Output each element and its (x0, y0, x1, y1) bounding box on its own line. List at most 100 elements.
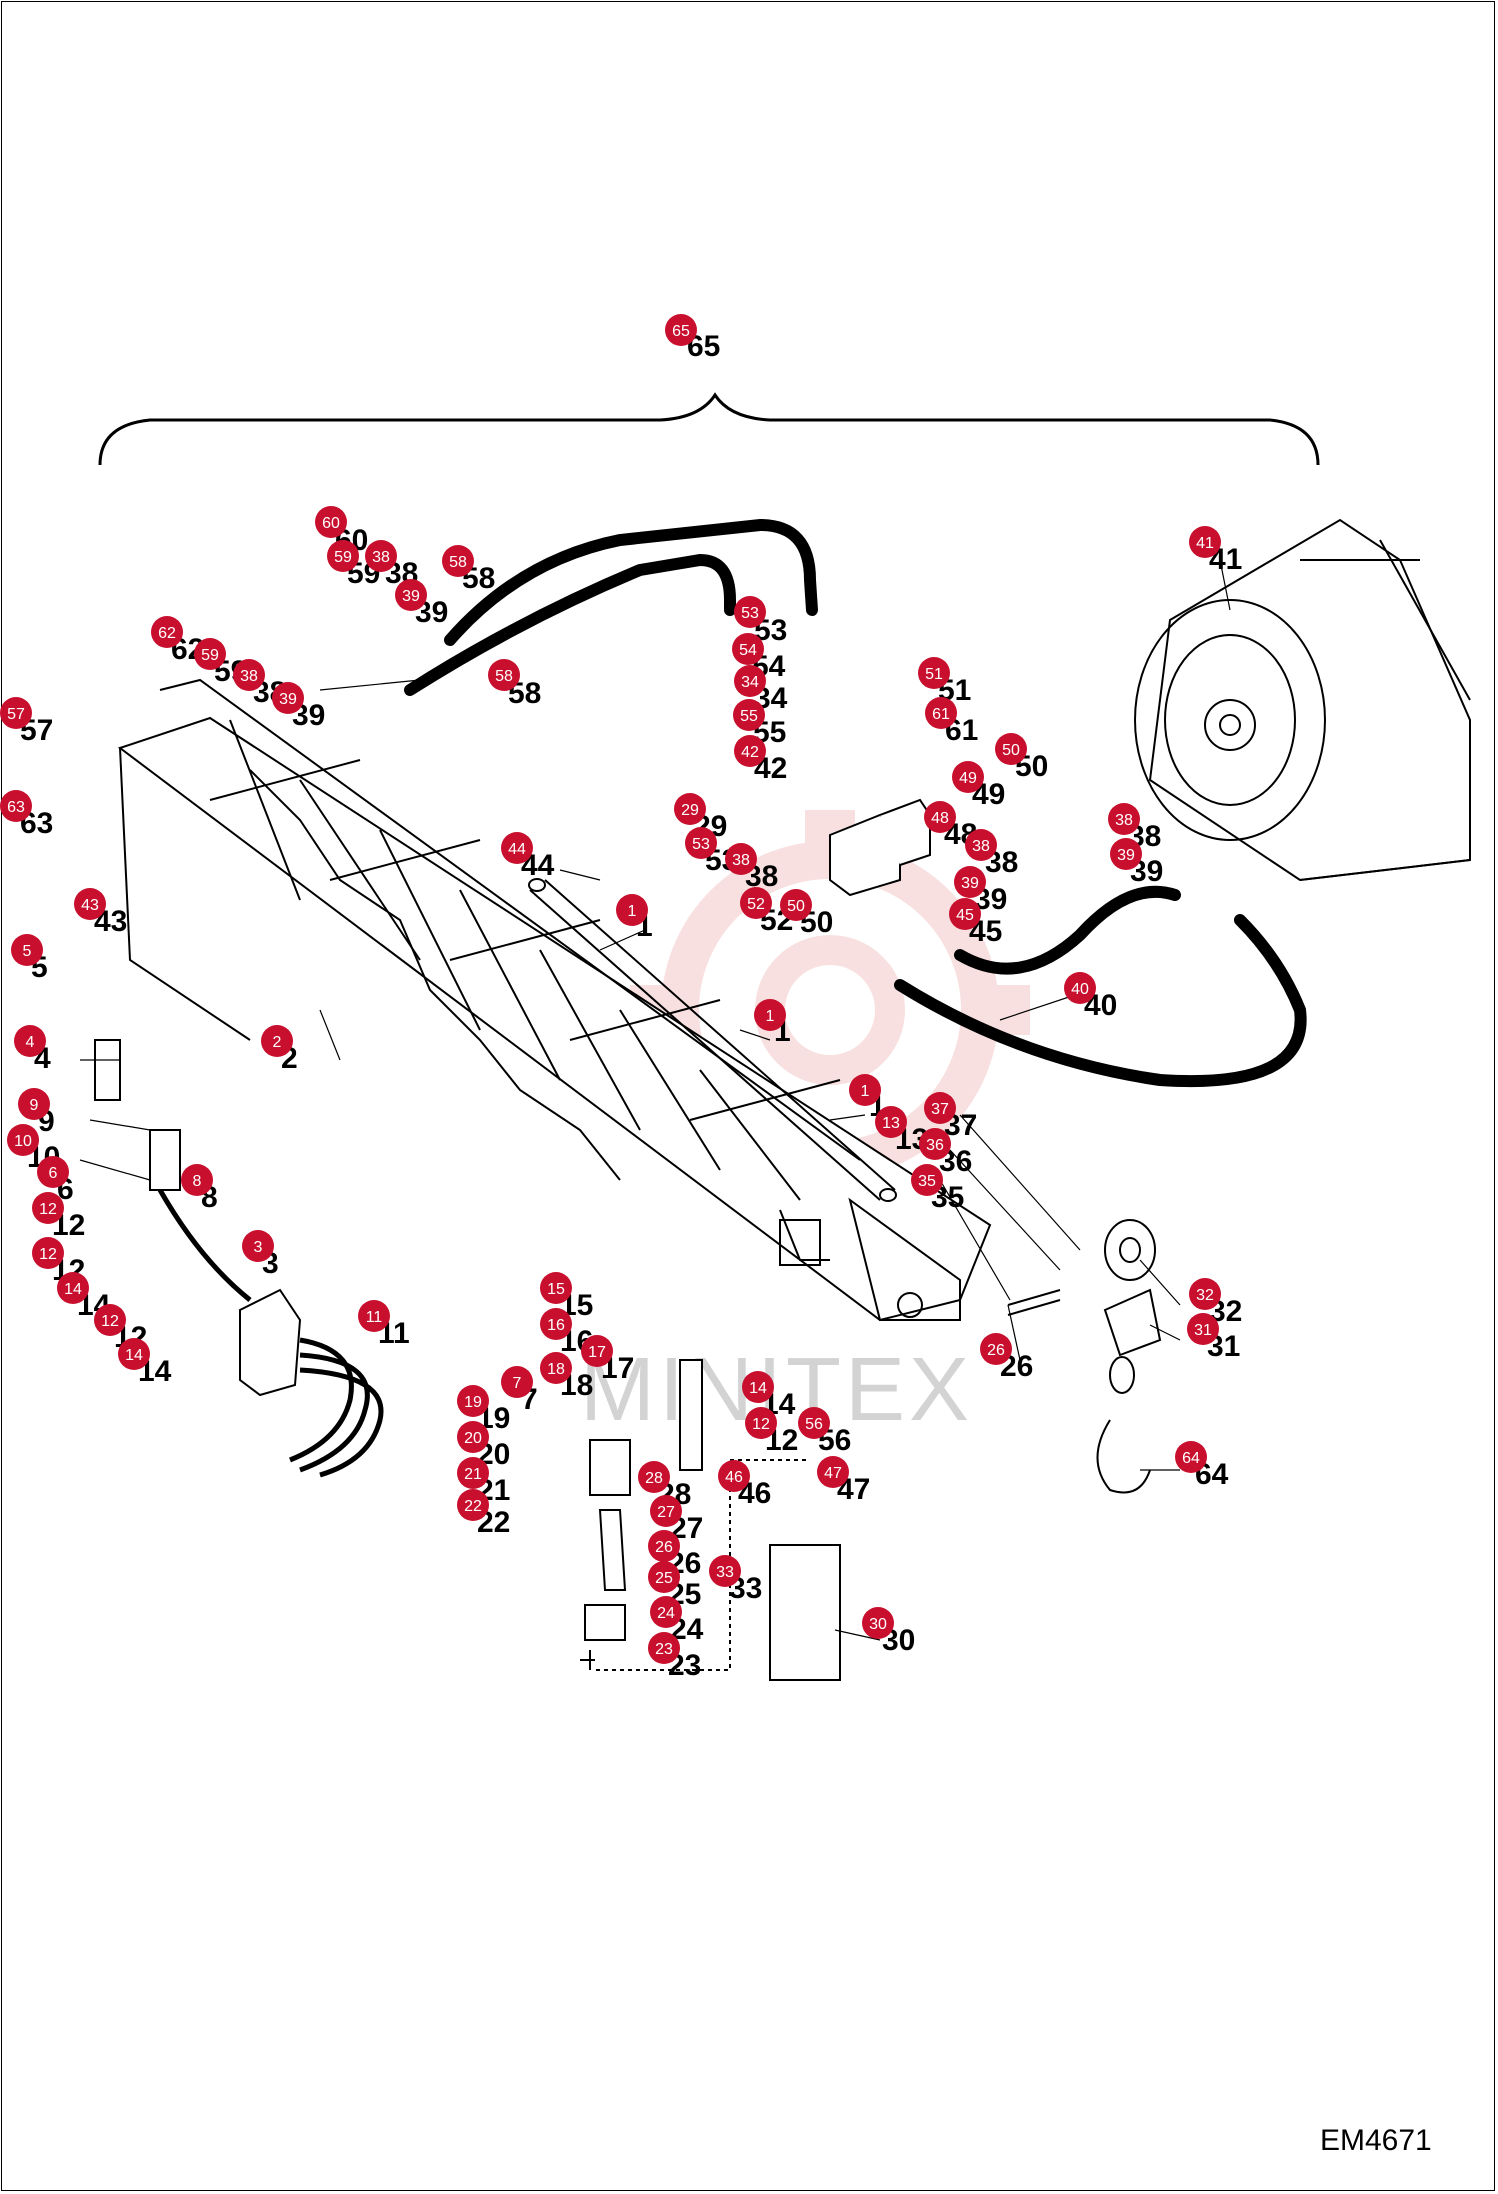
callout-badge-number: 14 (64, 1281, 82, 1298)
callout-badge[interactable] (875, 1106, 907, 1138)
callout-badge[interactable] (1189, 1278, 1221, 1310)
callout-badge[interactable] (358, 1300, 390, 1332)
callout-badge[interactable] (924, 1092, 956, 1124)
callout-badge[interactable] (650, 1596, 682, 1628)
callout-badge[interactable] (734, 665, 766, 697)
callout-badge[interactable] (194, 638, 226, 670)
callout-badge[interactable] (272, 682, 304, 714)
callout-badge[interactable] (648, 1632, 680, 1664)
callout-badge[interactable] (457, 1385, 489, 1417)
callout-badge[interactable] (1110, 838, 1142, 870)
callout-badge[interactable] (151, 616, 183, 648)
callout-badge[interactable] (501, 1366, 533, 1398)
callout-badge[interactable] (488, 659, 520, 691)
callout-badge[interactable] (919, 1128, 951, 1160)
callout-badge[interactable] (1189, 526, 1221, 558)
callout-badge[interactable] (911, 1164, 943, 1196)
callout-badge[interactable] (365, 540, 397, 572)
callout-badge[interactable] (32, 1192, 64, 1224)
callout-badge[interactable] (918, 657, 950, 689)
callout-badge[interactable] (457, 1457, 489, 1489)
callout-badge[interactable] (32, 1237, 64, 1269)
callout-badge[interactable] (14, 1025, 46, 1057)
callout-badge[interactable] (674, 793, 706, 825)
callout-badge[interactable] (780, 889, 812, 921)
callout-badge[interactable] (118, 1338, 150, 1370)
callout-badge-number: 56 (805, 1416, 823, 1433)
callout-badge[interactable] (650, 1495, 682, 1527)
callout-badge-number: 49 (959, 770, 977, 787)
callout-badge[interactable] (709, 1555, 741, 1587)
callout-badge[interactable] (18, 1088, 50, 1120)
callout-badge[interactable] (740, 887, 772, 919)
callout-badge[interactable] (732, 633, 764, 665)
callout-badge-number: 12 (39, 1246, 57, 1263)
callout-badge-number: 31 (1194, 1322, 1212, 1339)
callout-badge-number: 37 (931, 1101, 949, 1118)
callout-badge[interactable] (74, 888, 106, 920)
callout-badge[interactable] (965, 829, 997, 861)
callout-badge[interactable] (7, 1124, 39, 1156)
callout-badge[interactable] (733, 699, 765, 731)
callout-badge[interactable] (1108, 803, 1140, 835)
callout-badge[interactable] (315, 506, 347, 538)
callout-badge[interactable] (745, 1407, 777, 1439)
callout-badge[interactable] (581, 1335, 613, 1367)
callout-badge[interactable] (37, 1156, 69, 1188)
callout-badge[interactable] (798, 1407, 830, 1439)
callout-badge[interactable] (0, 697, 32, 729)
callout-badge[interactable] (540, 1272, 572, 1304)
callout-badge[interactable] (540, 1352, 572, 1384)
callout-badge[interactable] (862, 1607, 894, 1639)
callout-badge[interactable] (327, 540, 359, 572)
callout-badge[interactable] (995, 733, 1027, 765)
callout-badge[interactable] (980, 1333, 1012, 1365)
callout-badge[interactable] (648, 1561, 680, 1593)
callout-badge[interactable] (734, 596, 766, 628)
callout-badge[interactable] (754, 999, 786, 1031)
callout-badge-number: 44 (508, 841, 526, 858)
callout-badge[interactable] (925, 697, 957, 729)
callout-badge[interactable] (817, 1456, 849, 1488)
callout-badge[interactable] (501, 832, 533, 864)
callout-badge[interactable] (1064, 972, 1096, 1004)
callout-badge[interactable] (949, 898, 981, 930)
callout-badge[interactable] (952, 761, 984, 793)
callout-badge[interactable] (734, 735, 766, 767)
callout-badge[interactable] (685, 827, 717, 859)
callout-badge[interactable] (540, 1308, 572, 1340)
assembly-brace (98, 392, 1320, 466)
callout-badge[interactable] (57, 1272, 89, 1304)
valve-block (829, 798, 931, 897)
callout-badge[interactable] (457, 1489, 489, 1521)
callout-badge[interactable] (954, 866, 986, 898)
callout-badge[interactable] (442, 545, 474, 577)
callout-badge[interactable] (665, 314, 697, 346)
callout-badge[interactable] (742, 1371, 774, 1403)
callout-badge[interactable] (261, 1025, 293, 1057)
callout-badge[interactable] (1175, 1441, 1207, 1473)
callout-badge[interactable] (395, 579, 427, 611)
callout-badge[interactable] (725, 843, 757, 875)
callout-badge[interactable] (457, 1421, 489, 1453)
callout-badge[interactable] (242, 1230, 274, 1262)
callout-badge[interactable] (924, 801, 956, 833)
callout-badge-number: 18 (547, 1361, 565, 1378)
callout-4: 44 (14, 1025, 51, 1075)
callout-badge-number: 36 (926, 1137, 944, 1154)
callout-1: 11 (754, 999, 791, 1048)
callout-badge[interactable] (181, 1164, 213, 1196)
callout-badge[interactable] (11, 934, 43, 966)
callout-badge[interactable] (616, 894, 648, 926)
callout-badge[interactable] (233, 659, 265, 691)
callout-badge[interactable] (718, 1460, 750, 1492)
callout-badge[interactable] (94, 1304, 126, 1336)
callout-badge[interactable] (0, 790, 32, 822)
callout-badge[interactable] (849, 1074, 881, 1106)
callout-badge[interactable] (638, 1461, 670, 1493)
callout-badge[interactable] (648, 1530, 680, 1562)
callout-badge[interactable] (1187, 1313, 1219, 1345)
